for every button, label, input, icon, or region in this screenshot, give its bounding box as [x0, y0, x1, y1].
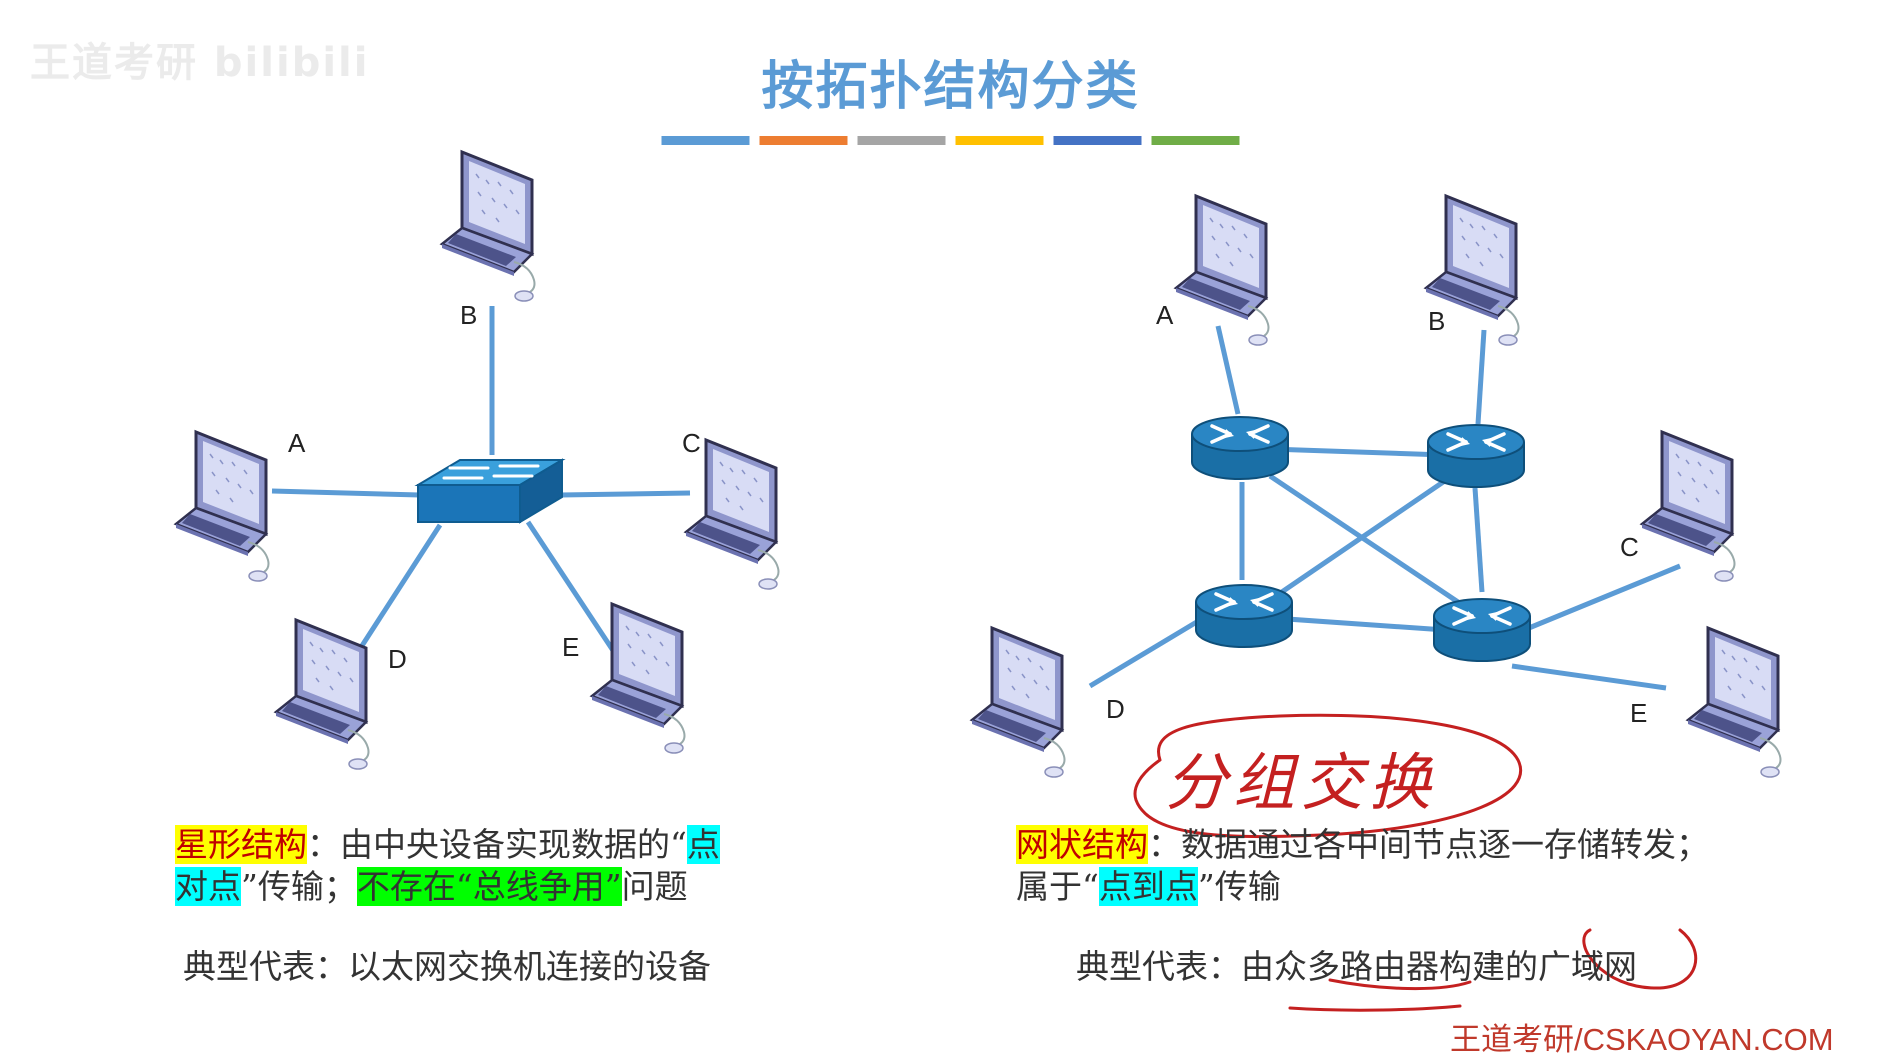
accent-bar-4 — [955, 136, 1044, 145]
wan-circle — [1582, 928, 1698, 990]
example-underline — [1288, 1004, 1462, 1012]
switch-icon — [414, 458, 566, 524]
mesh-laptop-d-icon — [970, 626, 1066, 779]
handwriting-text: 分组交换 — [1165, 746, 1438, 819]
page-title: 按拓扑结构分类 — [761, 57, 1140, 117]
router-4-icon — [1432, 597, 1532, 663]
router-2-icon — [1426, 423, 1526, 489]
mesh-laptop-c-icon — [1640, 430, 1736, 583]
star-description: 星形结构：由中央设备实现数据的“点 对点”传输；不存在“总线争用”问题 — [175, 824, 720, 908]
mesh-laptop-e-icon — [1686, 626, 1782, 779]
mesh-label-b: B — [1428, 306, 1446, 336]
accent-bar-2 — [759, 136, 848, 145]
star-laptop-a-icon — [174, 430, 270, 583]
mesh-label-a: A — [1156, 300, 1174, 330]
star-label-b: B — [460, 300, 478, 330]
mesh-label-c: C — [1620, 532, 1639, 562]
star-term: 星形结构 — [175, 825, 307, 864]
accent-bar-5 — [1053, 136, 1142, 145]
star-no-contention-highlight: 不存在“总线争用” — [356, 867, 622, 906]
star-example: 典型代表：以太网交换机连接的设备 — [183, 947, 711, 986]
star-link-a — [271, 488, 421, 498]
star-label-e: E — [562, 632, 580, 662]
mesh-p2p-highlight: 点到点 — [1098, 867, 1198, 906]
mesh-label-d: D — [1106, 694, 1125, 724]
star-desc-text2: ”传输； — [241, 867, 357, 906]
star-laptop-d-icon — [274, 618, 370, 771]
accent-bar-6 — [1151, 136, 1240, 145]
router-1-icon — [1190, 415, 1290, 481]
mesh-desc-text2: 属于“ — [1016, 867, 1099, 906]
star-label-d: D — [388, 644, 407, 674]
routers-underline — [1328, 978, 1472, 991]
star-label-a: A — [288, 428, 306, 458]
mesh-link-d — [1088, 617, 1202, 689]
mesh-link-r2-r4 — [1472, 487, 1485, 593]
star-laptop-b-icon — [440, 150, 536, 303]
mesh-link-a — [1215, 325, 1241, 415]
mesh-label-e: E — [1630, 698, 1648, 728]
mesh-laptop-a-icon — [1174, 194, 1270, 347]
star-link-d — [353, 523, 443, 657]
accent-bar-1 — [661, 136, 750, 145]
star-p2p-highlight-1: 点 — [686, 825, 720, 864]
star-label-c: C — [682, 428, 701, 458]
mesh-description: 网状结构：数据通过各中间节点逐一存储转发； 属于“点到点”传输 — [1016, 824, 1709, 908]
brand-footer: 王道考研/CSKAOYAN.COM — [1450, 1022, 1834, 1057]
star-colon: ： — [307, 825, 340, 864]
star-desc-text3: 问题 — [621, 867, 688, 906]
mesh-link-r2-r3 — [1268, 473, 1454, 603]
mesh-example: 典型代表：由众多路由器构建的广域网 — [1076, 947, 1637, 986]
star-link-c — [559, 490, 691, 498]
star-laptop-c-icon — [684, 438, 780, 591]
mesh-link-r1-r4 — [1268, 473, 1460, 605]
star-laptop-e-icon — [590, 602, 686, 755]
star-link-e — [525, 520, 617, 654]
router-3-icon — [1194, 583, 1294, 649]
accent-bar-3 — [857, 136, 946, 145]
mesh-desc-text3: ”传输 — [1197, 867, 1281, 906]
handwriting-circle — [1133, 713, 1522, 839]
mesh-desc-text1: ：数据通过各中间节点逐一存储转发； — [1148, 825, 1709, 864]
watermark: 王道考研 bilibili — [30, 40, 370, 86]
star-p2p-highlight-2: 对点 — [175, 867, 241, 906]
mesh-link-c — [1523, 563, 1681, 633]
mesh-link-b — [1475, 329, 1487, 425]
star-desc-text1: 由中央设备实现数据的“ — [340, 825, 687, 864]
mesh-term: 网状结构 — [1016, 825, 1148, 864]
title-accent-bars — [661, 136, 1240, 145]
mesh-link-e — [1511, 663, 1667, 691]
handwriting-annotations — [1133, 713, 1698, 1012]
